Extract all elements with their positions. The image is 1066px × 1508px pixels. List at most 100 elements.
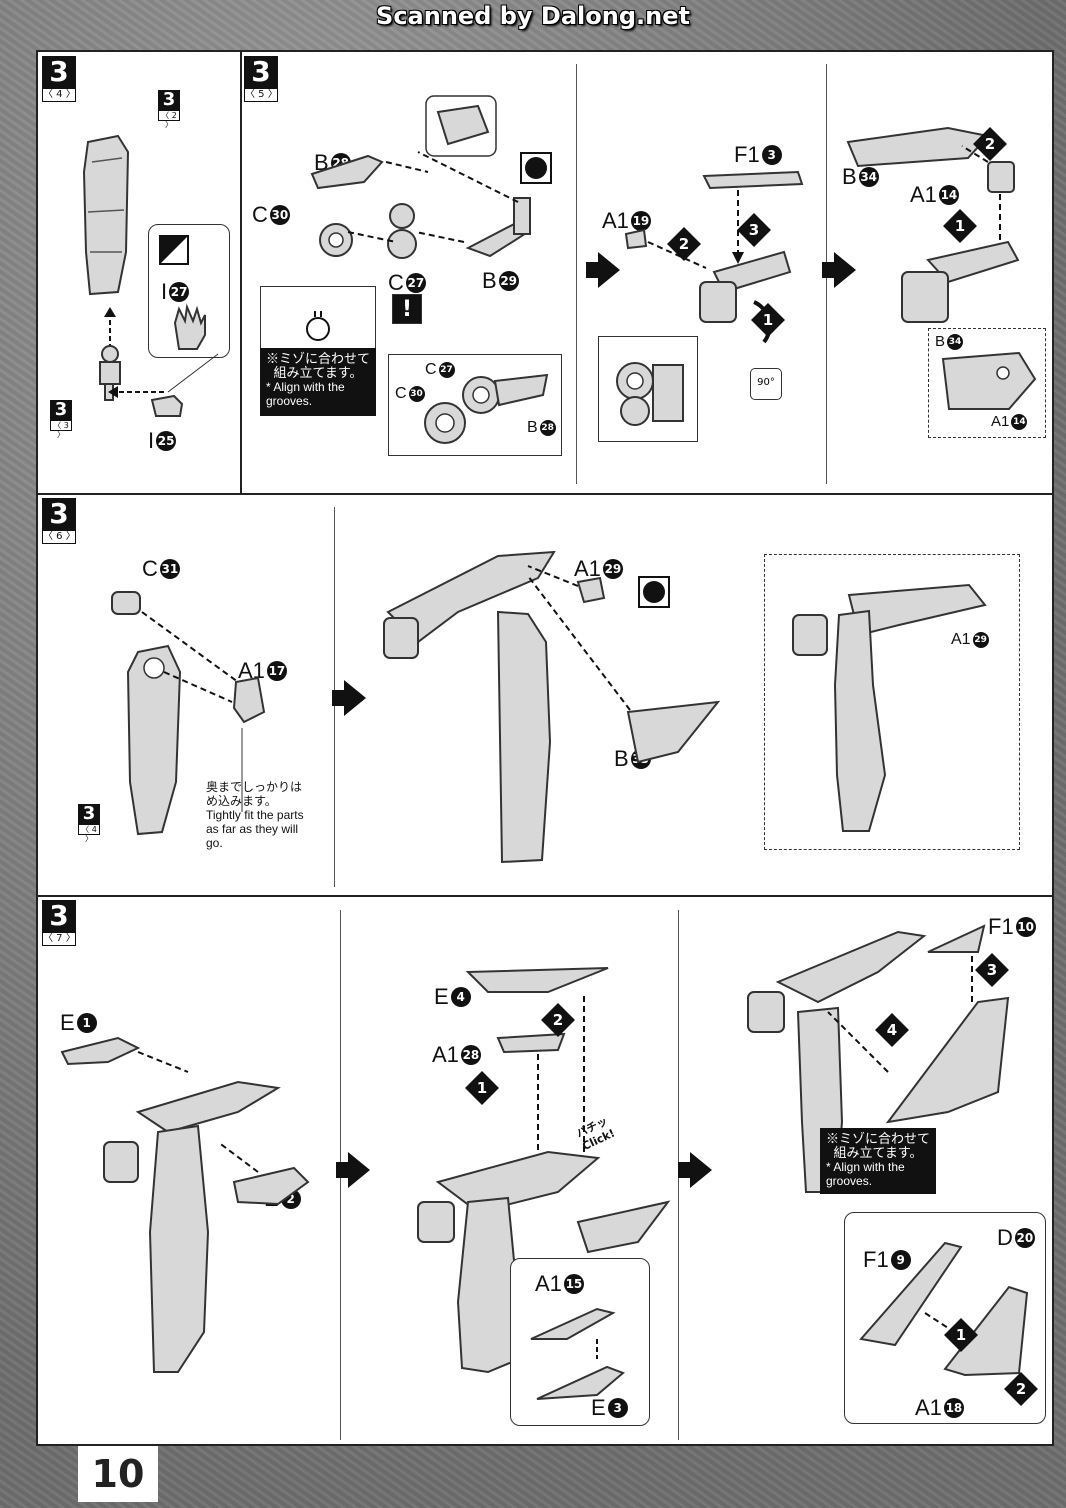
fin-subassembly-illustration: [859, 1241, 1029, 1377]
part-letter: C: [395, 385, 407, 402]
hinge-detail-box: [598, 336, 698, 442]
part-letter: I: [161, 279, 168, 304]
flow-arrow-2: [822, 252, 856, 288]
flow-arrow-4: [336, 1152, 370, 1188]
part-letter: A1: [991, 413, 1010, 430]
part-label-box-A129: A1 29: [951, 631, 989, 649]
part-number: 28: [460, 1045, 481, 1065]
part-number: 27: [169, 282, 190, 302]
groove-detail-icon: [306, 311, 330, 341]
part-letter: B: [614, 746, 629, 771]
step-badge-2c: 2: [541, 1003, 575, 1037]
step-number: 3: [244, 56, 278, 88]
elbow-parts-exploded-illustration: [310, 95, 531, 259]
hand-pose-icon: [159, 235, 189, 265]
part-label-I25: I 25: [148, 428, 177, 454]
step-badge-1c: 1: [465, 1071, 499, 1105]
fist-part-illustration: [150, 394, 184, 417]
watermark-header: Scanned by Dalong.net: [376, 2, 690, 30]
page-number: 10: [78, 1446, 158, 1502]
part-label-B29: B 29: [482, 268, 519, 294]
part-number: 29: [602, 559, 623, 579]
flow-arrow-3: [332, 680, 366, 716]
part-letter: A1: [574, 556, 601, 581]
ref-step-3-2: 3 〈 2 〉: [158, 90, 180, 129]
arm-armor-attach-illustration: [383, 550, 721, 864]
step-badge-1: 1: [751, 303, 785, 337]
part-number: 9: [890, 1250, 911, 1270]
part-number: 20: [1014, 1228, 1035, 1248]
flat-side-symbol: [520, 152, 552, 184]
fit-note-en: Tightly fit the parts as far as they wil…: [206, 808, 304, 850]
part-number: 27: [405, 273, 426, 293]
step-3-7-label: 3 〈 7 〉: [42, 900, 76, 946]
part-letter: A1: [535, 1271, 562, 1296]
part-number: 30: [408, 386, 425, 402]
ref-number: 3: [158, 90, 180, 110]
elbow-assembled-illustration: [424, 373, 549, 444]
part-number: 19: [630, 211, 651, 231]
part-label-A115: A1 15: [535, 1271, 584, 1297]
part-number: 34: [947, 333, 964, 350]
part-label-D20: D 20: [997, 1225, 1035, 1251]
flat-side-symbol-2: [638, 576, 670, 608]
part-number: 29: [972, 632, 989, 648]
part-letter: C: [388, 270, 404, 295]
part-letter: A1: [602, 208, 629, 233]
part-number: 14: [1011, 413, 1028, 430]
part-letter: C: [252, 202, 268, 227]
armor-subassembly-illustration: [530, 1307, 625, 1400]
part-label-I27: I 27: [161, 279, 190, 305]
step-3-6-label: 3 〈 6 〉: [42, 498, 76, 544]
part-label-F19: F1 9: [863, 1247, 911, 1273]
row-divider-2: [38, 895, 1052, 897]
part-label-E3: E 3: [591, 1395, 628, 1421]
part-label-C30: C 30: [252, 202, 290, 228]
part-number: 10: [1015, 917, 1036, 937]
part-label-A129: A1 29: [574, 556, 623, 582]
part-letter: F1: [734, 142, 760, 167]
step-number: 3: [42, 56, 76, 88]
step-substep: 〈 6 〉: [42, 530, 76, 544]
part-number: 15: [563, 1274, 584, 1294]
step-badge-2b: 2: [973, 127, 1007, 161]
fit-note-jp: 奥までしっかりはめ込みます。: [206, 780, 303, 808]
part-letter: B: [527, 419, 538, 436]
part-number: 17: [266, 661, 287, 681]
part-number: 29: [498, 271, 519, 291]
flow-arrow-5: [678, 1152, 712, 1188]
forearm-elbow-assembly-illustration: [111, 591, 266, 836]
hinge-detail-illustration: [616, 362, 684, 426]
part-letter: A1: [432, 1042, 459, 1067]
step-substep: 〈 7 〉: [42, 932, 76, 946]
fit-note: 奥までしっかりはめ込みます。 Tightly fit the parts as …: [206, 780, 306, 850]
step-badge-3d: 3: [975, 953, 1009, 987]
part-label-C27: C 27: [388, 270, 426, 296]
part-number: 14: [938, 185, 959, 205]
part-label-box-C30: C 30: [395, 385, 425, 403]
elbow-assembled-detail-box: C 27 C 30 B 28: [388, 354, 562, 456]
ref-number: 3: [78, 804, 100, 824]
armor-subassembly-callout: A1 15 E 3: [510, 1258, 650, 1426]
step-badge-2d: 2: [1004, 1372, 1038, 1406]
part-number: 31: [159, 559, 180, 579]
groove-note-en: * Align with the grooves.: [826, 1160, 905, 1188]
part-letter: I: [148, 428, 155, 453]
part-number: 18: [943, 1398, 964, 1418]
part-label-B34: B 34: [842, 164, 879, 190]
option-hand-callout: I 27: [148, 224, 230, 358]
part-number: 1: [76, 1013, 97, 1033]
part-label-F110: F1 10: [988, 914, 1036, 940]
part-letter: A1: [910, 182, 937, 207]
part-label-box-B28: B 28: [527, 419, 556, 437]
step-substep: 〈 5 〉: [244, 88, 278, 102]
step-number: 3: [42, 498, 76, 530]
instruction-sheet: 3 〈 4 〉 3 〈 2 〉 3 〈 3 〉 I 27: [36, 50, 1054, 1446]
hand-attach-arrow: [108, 353, 219, 398]
col-divider-step4: [240, 52, 242, 493]
ref-substep: 〈 2 〉: [158, 110, 180, 129]
armor-detail-box: B 34 A1 14: [928, 328, 1046, 438]
subcol-divider-a: [576, 64, 577, 484]
ref-substep: 〈 4 〉: [78, 824, 100, 843]
part-number: 27: [438, 362, 455, 378]
